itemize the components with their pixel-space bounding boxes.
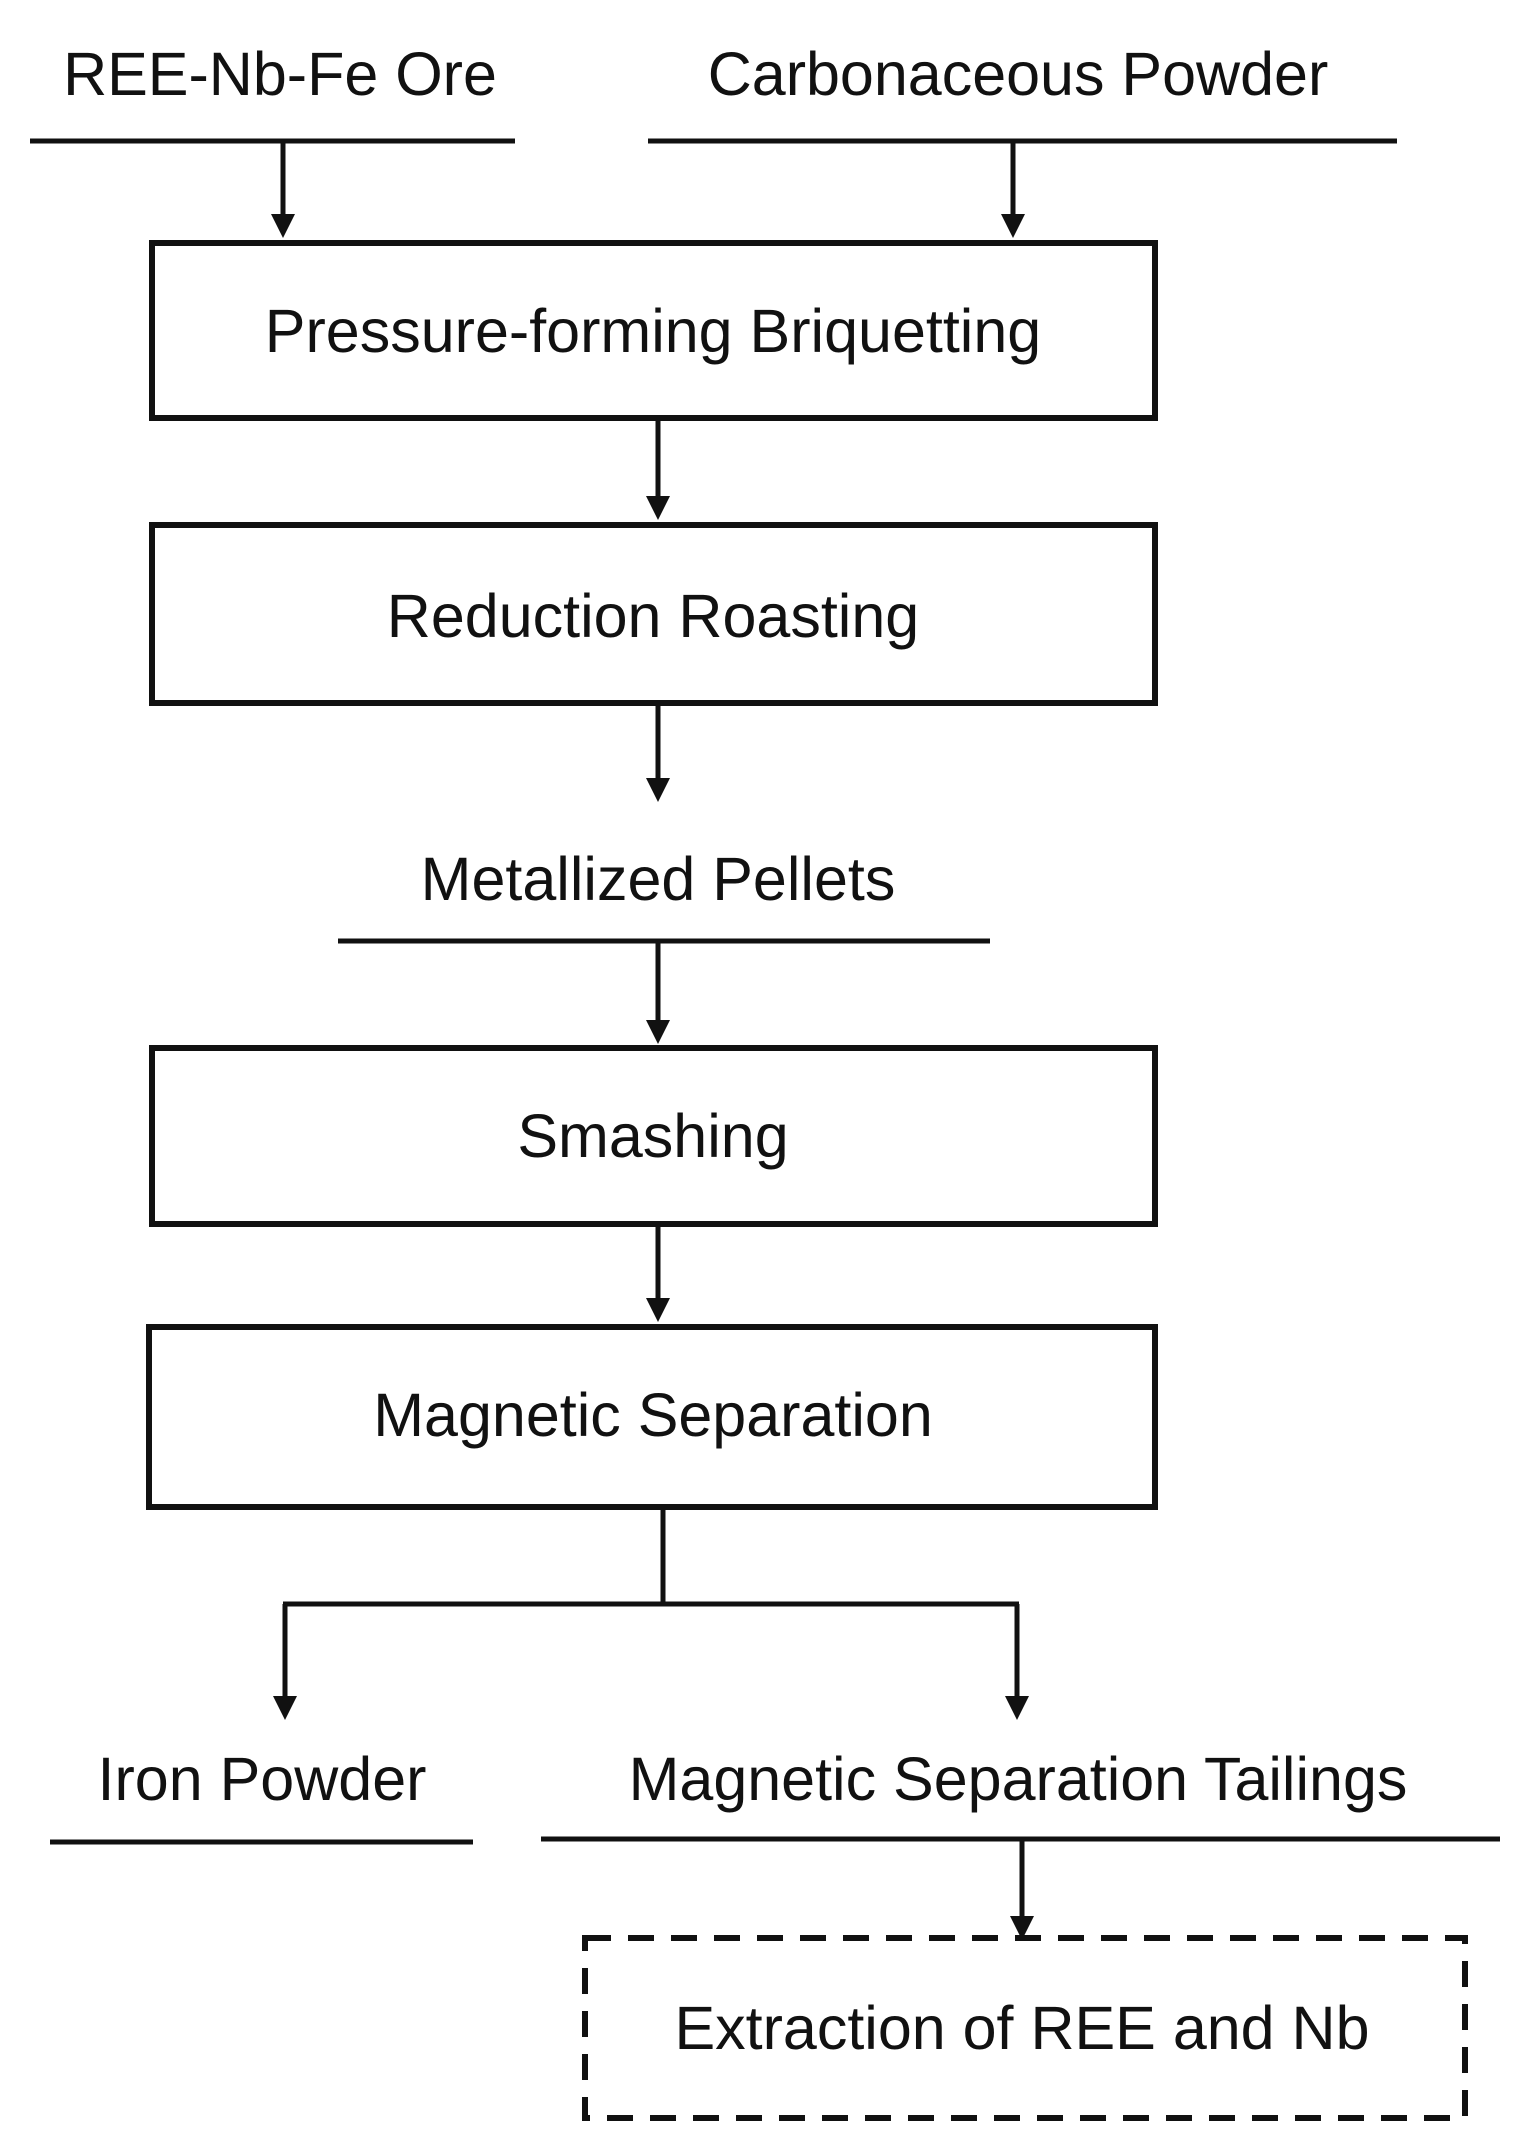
- extraction-label: Extraction of REE and Nb: [674, 1994, 1369, 2062]
- branch-left-arrowhead: [273, 1696, 297, 1720]
- arrowhead-briquetting-to-roasting: [646, 496, 670, 520]
- ore-label: REE-Nb-Fe Ore: [63, 40, 497, 108]
- smashing-label: Smashing: [517, 1102, 788, 1170]
- separation-box: [146, 1324, 1158, 1510]
- carbon-arrowhead: [1001, 214, 1025, 238]
- roasting-box: [149, 522, 1158, 706]
- arrowhead-roasting-to-pellets: [646, 778, 670, 802]
- carbon-label: Carbonaceous Powder: [708, 40, 1329, 108]
- arrowhead-tailings-to-extraction: [1010, 1916, 1034, 1940]
- separation-label: Magnetic Separation: [373, 1381, 933, 1449]
- extraction-box: [582, 1935, 1468, 2121]
- tailings-label: Magnetic Separation Tailings: [629, 1745, 1408, 1813]
- arrowhead-smashing-to-separation: [646, 1298, 670, 1322]
- briquetting-label: Pressure-forming Briquetting: [265, 297, 1041, 365]
- pellets-label: Metallized Pellets: [421, 845, 896, 913]
- roasting-label: Reduction Roasting: [387, 582, 919, 650]
- arrowhead-pellets-to-smashing: [646, 1020, 670, 1044]
- smashing-box: [149, 1045, 1158, 1227]
- briquetting-box: [149, 240, 1158, 421]
- iron-powder-label: Iron Powder: [98, 1745, 427, 1813]
- branch-right-arrowhead: [1005, 1696, 1029, 1720]
- ore-arrowhead: [271, 214, 295, 238]
